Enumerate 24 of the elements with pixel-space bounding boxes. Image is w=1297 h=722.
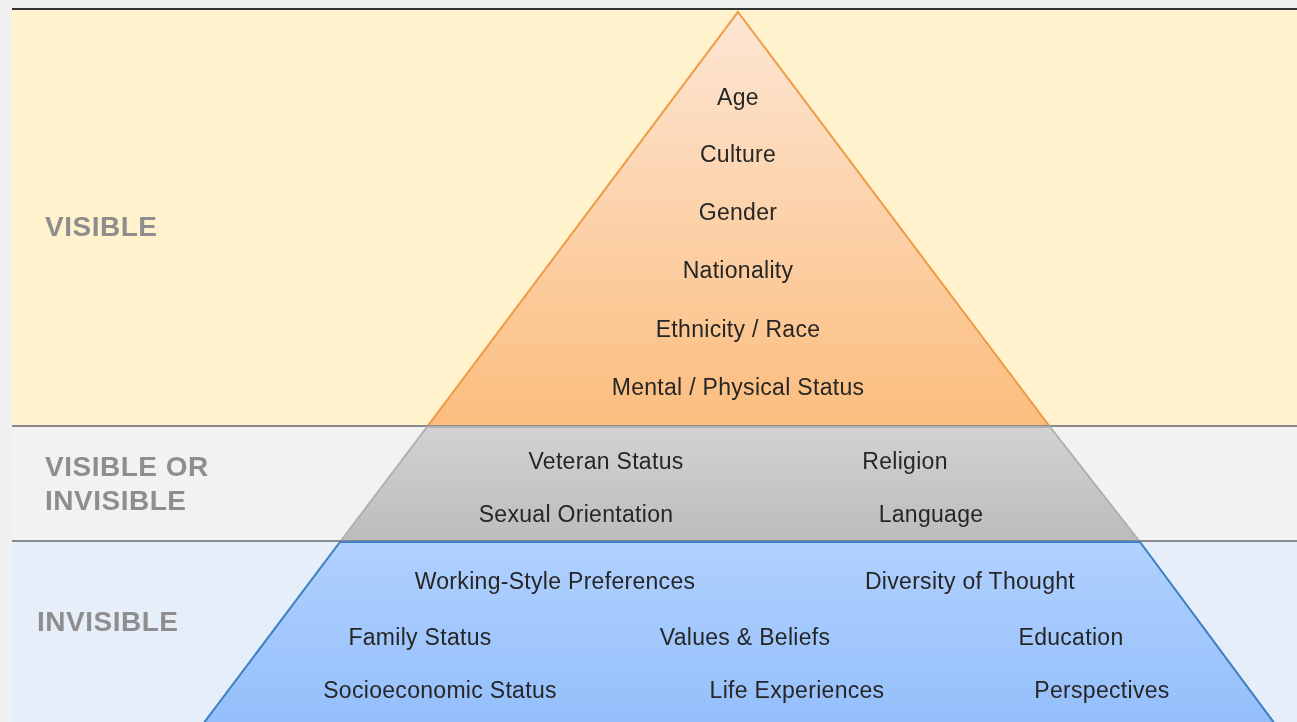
band-heading: VISIBLE OR INVISIBLE	[45, 450, 210, 518]
tier-item: Mental / Physical Status	[611, 373, 865, 401]
tier-item: Nationality	[682, 256, 794, 284]
tier-item: Values & Beliefs	[659, 623, 831, 651]
tier-item: Language	[878, 500, 984, 528]
band-background	[12, 540, 1297, 722]
tier-item: Gender	[698, 198, 778, 226]
band-background	[12, 425, 1297, 542]
tier-item: Diversity of Thought	[864, 567, 1076, 595]
tier-item: Perspectives	[1034, 676, 1170, 704]
tier-item: Veteran Status	[528, 447, 684, 475]
tier-item: Age	[717, 83, 759, 111]
tier-item: Socioeconomic Status	[323, 676, 557, 704]
tier-item: Family Status	[348, 623, 492, 651]
tier-item: Life Experiences	[709, 676, 885, 704]
band-heading: INVISIBLE	[37, 605, 180, 639]
tier-item: Culture	[699, 140, 777, 168]
tier-item: Education	[1018, 623, 1124, 651]
tier-item: Working-Style Preferences	[414, 567, 696, 595]
tier-item: Sexual Orientation	[478, 500, 674, 528]
band-heading: VISIBLE	[45, 210, 159, 244]
band-background	[12, 8, 1297, 427]
tier-item: Religion	[862, 447, 948, 475]
tier-item: Ethnicity / Race	[655, 315, 821, 343]
